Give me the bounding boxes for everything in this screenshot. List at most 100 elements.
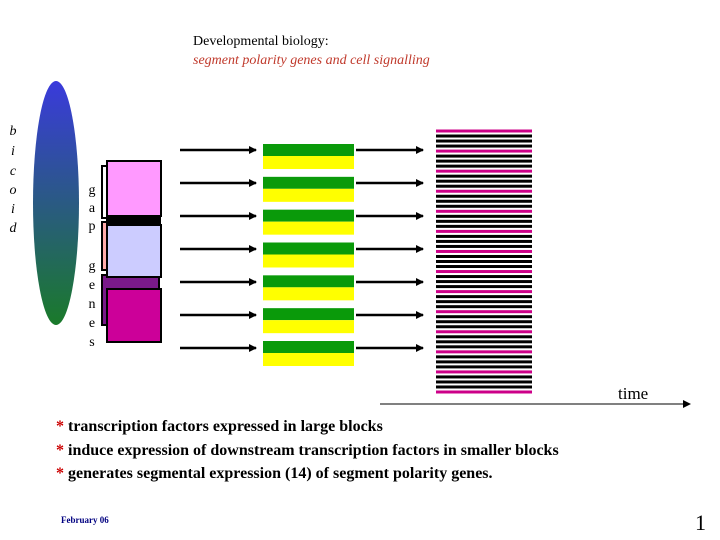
segment-black-line [436,234,532,238]
segment-black-line [436,305,532,309]
segment-black-line [436,300,532,304]
segment-black-line [436,144,532,148]
segment-polarity-stripe [436,149,532,153]
time-label: time [618,384,649,403]
segment-black-line [436,134,532,138]
segment-black-line [436,380,532,384]
segment-black-line [436,214,532,218]
segment-black-line [436,204,532,208]
segment-polarity-stripe [436,330,532,334]
segment-black-line [436,275,532,279]
pair-rule-stripe-yellow [263,221,354,235]
bullet-item: * induce expression of downstream transc… [56,442,559,460]
segment-polarity-stripe [436,270,532,274]
segment-black-line [436,285,532,289]
segment-polarity-stripe [436,310,532,314]
segment-polarity-stripes [436,129,532,394]
segment-black-line [436,194,532,198]
gap-letter: g [88,183,96,198]
segment-polarity-stripe [436,350,532,354]
pair-rule-stripe-yellow [263,156,354,169]
bicoid-letter: i [11,202,15,217]
pair-rule-stripe-green [263,242,354,255]
bullet-item: * generates segmental expression (14) of… [56,465,493,483]
pair-rule-stripe-yellow [263,353,354,366]
segment-black-line [436,375,532,379]
segment-black-line [436,239,532,243]
segment-black-line [436,254,532,258]
pair-rule-stripe-yellow [263,188,354,202]
segment-black-line [436,280,532,284]
pair-rule-stripe-green [263,144,354,156]
segment-black-line [436,219,532,223]
segment-black-line [436,365,532,369]
bicoid-letter: b [9,124,17,139]
segment-black-line [436,325,532,329]
footer-date: February 06 [61,515,109,525]
segment-polarity-stripe [436,249,532,253]
segment-black-line [436,154,532,158]
segment-black-line [436,260,532,263]
gap-block-pink [106,160,162,217]
segment-black-line [436,345,532,349]
bicoid-gradient-ellipse [33,81,79,325]
segment-polarity-stripe [436,390,532,394]
gap-gene-blocks [101,160,162,343]
segment-black-line [436,385,532,389]
segment-black-line [436,265,532,269]
segment-black-line [436,159,532,163]
gap-block-magenta [106,288,162,343]
title-heading: Developmental biology: [193,34,329,49]
pair-rule-stripe-green [263,341,354,353]
bullet-text: generates segmental expression (14) of s… [64,465,493,482]
segment-black-line [436,199,532,203]
pair-rule-stripe-green [263,176,354,189]
pair-rule-stripe-green [263,308,354,321]
gap-letter: a [88,201,96,216]
pair-rule-stripe-green [263,275,354,288]
segment-polarity-stripe [436,209,532,213]
bicoid-letter: o [9,183,17,198]
segment-black-line [436,224,532,228]
genes-letter: e [88,316,96,331]
page-number: 1 [695,510,706,535]
genes-letter: n [88,297,96,312]
pair-rule-stripe-green [263,209,354,222]
segment-black-line [436,340,532,344]
bullet-star: * [56,465,64,482]
bicoid-letter: c [9,164,17,179]
segment-polarity-stripe [436,370,532,374]
genes-letter: e [88,278,96,293]
stage-arrows [180,146,424,352]
bullet-text: transcription factors expressed in large… [64,418,383,435]
segment-black-line [436,295,532,299]
segment-black-line [436,335,532,339]
title-subheading: segment polarity genes and cell signalli… [193,53,430,68]
gap-block-lavender [106,224,162,278]
genes-letter: s [89,335,95,350]
segment-black-line [436,184,532,188]
pair-rule-stripe-yellow [263,287,354,301]
pair-rule-stripes [263,144,354,366]
segment-polarity-stripe [436,169,532,173]
segment-black-line [436,174,532,178]
gap-divider [106,215,161,225]
segment-black-line [436,179,532,183]
bullet-text: induce expression of downstream transcri… [64,442,559,459]
genes-letter: g [88,259,96,274]
bullet-star: * [56,418,64,435]
segment-black-line [436,139,532,143]
segment-black-line [436,355,532,359]
segment-black-line [436,315,532,319]
bullet-item: * transcription factors expressed in lar… [56,418,383,436]
bullet-star: * [56,442,64,459]
bicoid-letter: d [9,221,17,236]
segment-black-line [436,244,532,248]
segment-black-line [436,320,532,324]
gap-letter: p [88,219,96,234]
segment-black-line [436,164,532,168]
segment-polarity-stripe [436,129,532,133]
segment-polarity-stripe [436,229,532,233]
